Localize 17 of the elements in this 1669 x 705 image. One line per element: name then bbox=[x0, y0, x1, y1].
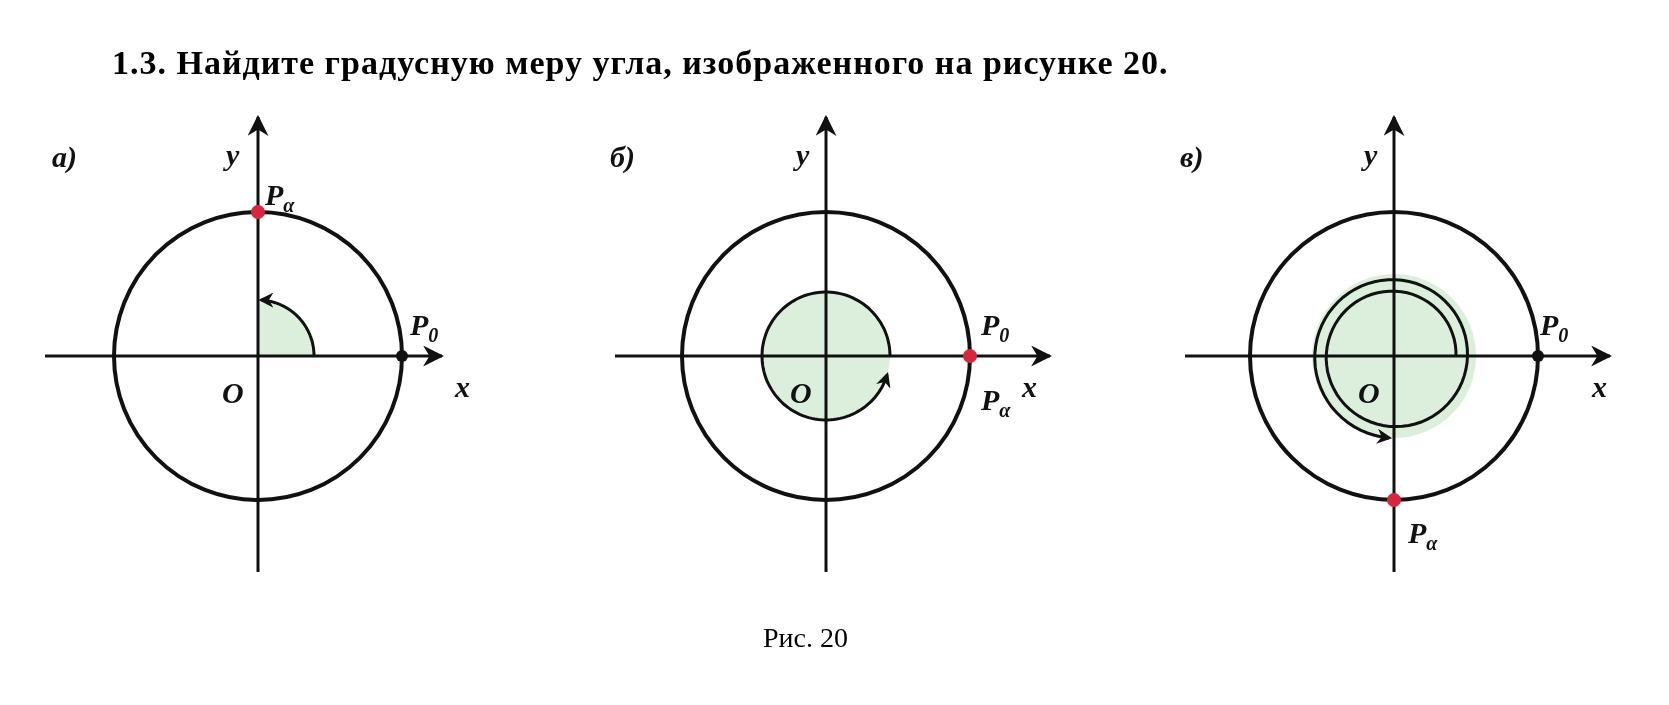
axis-label: x bbox=[455, 372, 470, 402]
origin-label: O bbox=[222, 378, 244, 408]
panel-letter: в) bbox=[1180, 142, 1204, 172]
panel-letter: б) bbox=[610, 142, 635, 172]
panel-letter: а) bbox=[52, 142, 77, 172]
axis-label: x bbox=[1592, 372, 1607, 402]
point-label: P$_{0}$ bbox=[410, 310, 439, 345]
point-label: P$_{0}$ bbox=[981, 310, 1010, 345]
point-label: P$_{0}$ bbox=[1540, 310, 1569, 345]
problem-heading: 1.3. Найдите градусную меру угла, изображенного на рисунке 20. bbox=[112, 44, 1169, 82]
point-label: P$_{α}$ bbox=[1408, 518, 1438, 553]
origin-label: O bbox=[1358, 378, 1380, 408]
point-label: P$_{α}$ bbox=[981, 385, 1011, 420]
figure-caption: Рис. 20 bbox=[763, 622, 848, 654]
point-label: P$_{α}$ bbox=[265, 180, 295, 215]
origin-label: O bbox=[790, 378, 812, 408]
axis-label: x bbox=[1022, 372, 1037, 402]
